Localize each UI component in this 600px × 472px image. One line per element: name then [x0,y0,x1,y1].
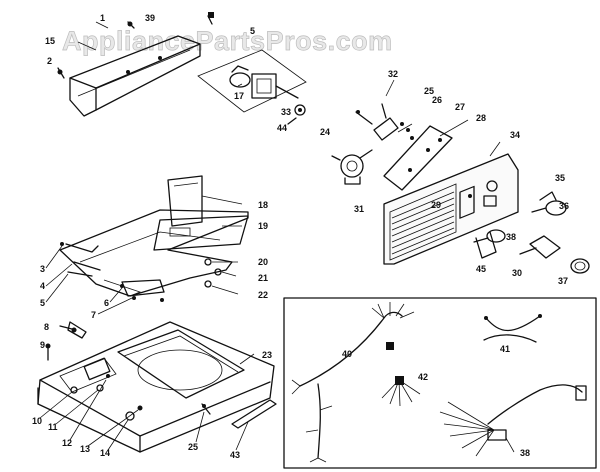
leader-lines [77,21,501,365]
callout-38-lower: 38 [520,448,530,458]
callout-10: 10 [32,416,42,426]
callout-37: 37 [558,276,568,286]
callout-5-lower: 5 [40,298,45,308]
washer-top [37,321,275,453]
callout-4: 4 [40,281,45,291]
top-plate [59,209,249,297]
callout-35: 35 [555,173,565,183]
callout-13: 13 [80,444,90,454]
wire-harness-38 [439,384,587,457]
parts-13-14 [125,405,143,421]
callout-22: 22 [258,290,268,300]
callout-18: 18 [258,200,268,210]
knob-33 [294,104,306,116]
callout-24: 24 [320,127,330,137]
screw-44 [287,117,297,125]
callout-3: 3 [40,264,45,274]
callout-38: 38 [506,232,516,242]
callout-28: 28 [476,113,486,123]
leader-lines-lower [39,245,515,453]
callout-25-lower: 25 [188,442,198,452]
wiring-inset-box [283,297,597,469]
clip-3-4-5 [60,242,101,277]
callout-39: 39 [145,13,155,23]
screws-25-26-27 [397,122,414,140]
callout-20: 20 [258,257,268,267]
callout-36: 36 [559,201,569,211]
callout-29: 29 [431,200,441,210]
hinge-43 [231,399,277,429]
callout-27: 27 [455,102,465,112]
screw-8 [59,321,87,339]
grommets-20-21-22 [204,258,222,288]
pressure-switch [331,149,373,185]
watermark: AppliancePartsPros.com [62,26,393,56]
timer-assembly [197,49,307,113]
callout-17: 17 [234,91,244,101]
callout-26: 26 [432,95,442,105]
callout-8: 8 [44,322,49,332]
screw-2 [57,67,65,79]
callout-45: 45 [476,264,486,274]
callout-2: 2 [47,56,52,66]
callout-14: 14 [100,448,110,458]
callout-41: 41 [500,344,510,354]
lid-hinge-bracket [153,175,249,251]
screw-39 [127,21,135,29]
callout-30: 30 [512,268,522,278]
callout-15: 15 [45,36,55,46]
callout-23: 23 [262,350,272,360]
callout-11: 11 [48,422,58,432]
switch-32 [355,103,399,141]
callout-6: 6 [104,298,109,308]
callout-12: 12 [62,438,72,448]
callout-7: 7 [91,310,96,320]
wire-harness-40 [291,302,415,463]
callout-9: 9 [40,340,45,350]
callout-33: 33 [281,107,291,117]
screw-25-lower [201,403,211,415]
callout-5: 5 [250,26,255,36]
knob-37 [570,258,590,274]
knob-45 [475,231,497,259]
switch-6-7 [120,279,165,302]
callout-32: 32 [388,69,398,79]
control-panel [383,153,519,265]
knob-30 [519,235,561,259]
callout-19: 19 [258,221,268,231]
wire-bundle-42 [381,376,421,407]
callout-25: 25 [424,86,434,96]
parts-10-11-12 [70,374,110,394]
callout-44: 44 [277,123,287,133]
callout-34: 34 [510,130,520,140]
screw-5-top [207,12,214,25]
knob-35-36 [531,191,567,216]
callout-31: 31 [354,204,364,214]
callout-42: 42 [418,372,428,382]
mounting-bracket [383,125,453,191]
callout-43: 43 [230,450,240,460]
screw-9 [45,343,51,361]
callout-1: 1 [100,13,105,23]
callout-21: 21 [258,273,268,283]
jumper-wire-41 [483,314,542,343]
callout-40: 40 [342,349,352,359]
console-end-cap [69,35,201,117]
